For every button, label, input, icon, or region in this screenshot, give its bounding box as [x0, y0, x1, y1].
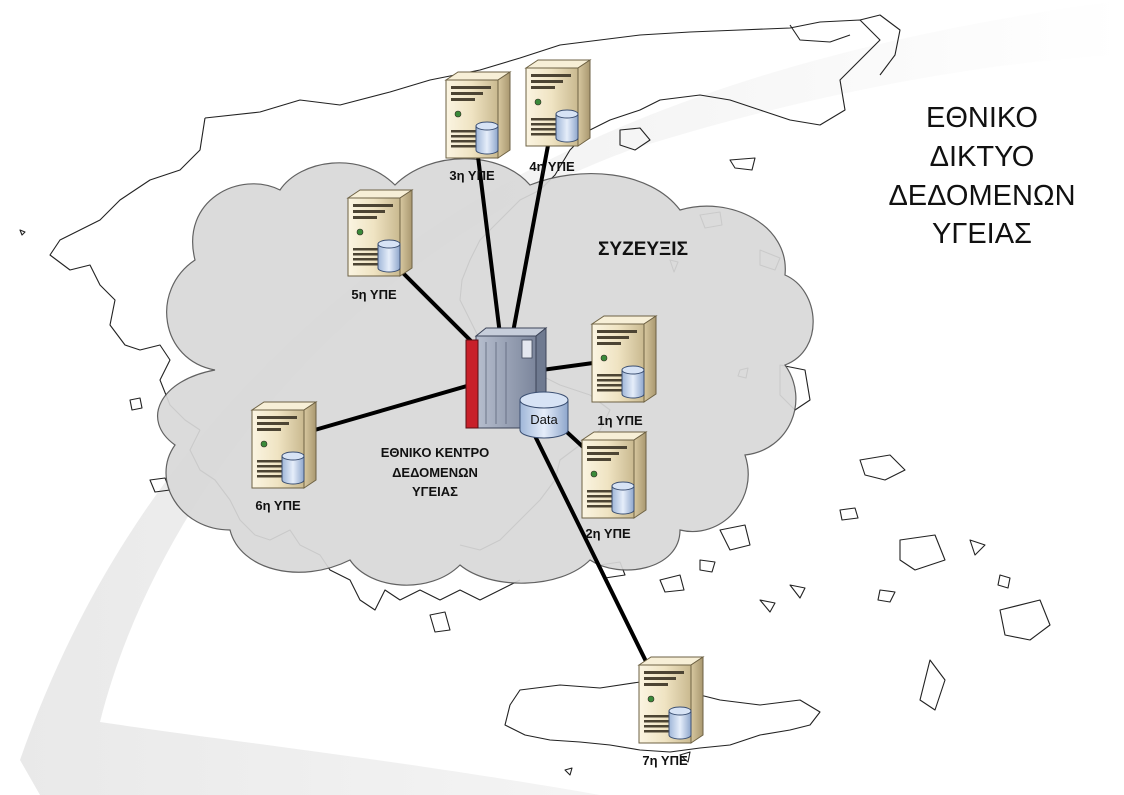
data-database-icon: Data	[519, 391, 569, 439]
data-label: Data	[530, 412, 558, 427]
server-icon-4	[525, 59, 591, 147]
center-label: ΕΘΝΙΚΟ ΚΕΝΤΡΟ ΔΕΔΟΜΕΝΩΝ ΥΓΕΙΑΣ	[381, 445, 489, 499]
node-label-6: 6η ΥΠΕ	[255, 498, 301, 513]
server-icon-2	[581, 431, 647, 519]
center-label-line-1: ΕΘΝΙΚΟ ΚΕΝΤΡΟ	[381, 445, 489, 460]
node-label-3: 3η ΥΠΕ	[449, 168, 495, 183]
server-icon-1	[591, 315, 657, 403]
network-label: ΣΥΖΕΥΞΙΣ	[598, 239, 688, 260]
title-line-2: ΔΙΚΤΥΟ	[930, 141, 1035, 173]
server-icon-3	[445, 71, 511, 159]
node-label-7: 7η ΥΠΕ	[642, 753, 688, 768]
server-icon-5	[347, 189, 413, 277]
center-label-line-2: ΔΕΔΟΜΕΝΩΝ	[392, 465, 478, 480]
node-label-2: 2η ΥΠΕ	[585, 526, 631, 541]
server-icon-7	[638, 656, 704, 744]
title-line-3: ΔΕΔΟΜΕΝΩΝ	[888, 180, 1075, 212]
title-line-1: ΕΘΝΙΚΟ	[926, 102, 1038, 134]
node-label-5: 5η ΥΠΕ	[351, 287, 397, 302]
node-label-4: 4η ΥΠΕ	[529, 159, 575, 174]
diagram-title: ΕΘΝΙΚΟ ΔΙΚΤΥΟ ΔΕΔΟΜΕΝΩΝ ΥΓΕΙΑΣ	[888, 102, 1075, 250]
center-label-line-3: ΥΓΕΙΑΣ	[412, 484, 458, 499]
title-line-4: ΥΓΕΙΑΣ	[932, 218, 1032, 250]
node-label-1: 1η ΥΠΕ	[597, 413, 643, 428]
server-icon-6	[251, 401, 317, 489]
